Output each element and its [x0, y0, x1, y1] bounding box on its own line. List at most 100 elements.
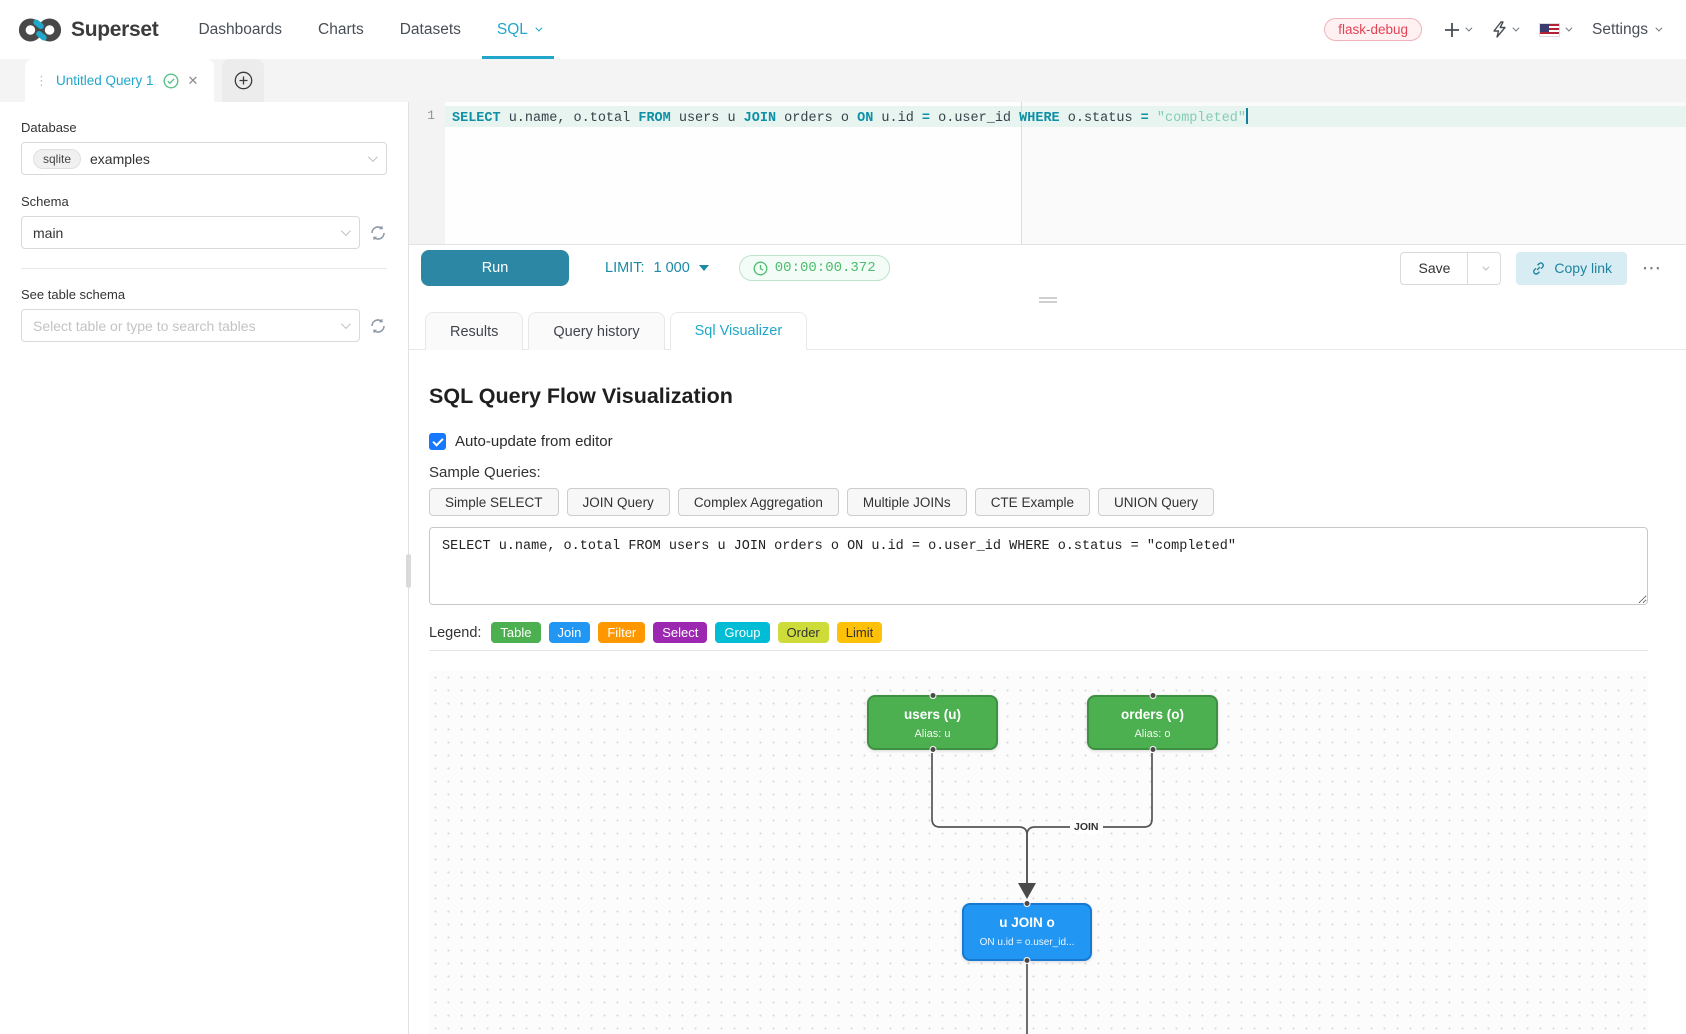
query-tab-bar: ⋮ Untitled Query 1 ✕ [0, 59, 1686, 102]
plus-icon [1444, 22, 1459, 37]
settings-menu[interactable]: Settings [1591, 20, 1663, 39]
close-icon[interactable]: ✕ [187, 72, 199, 88]
flow-node-join[interactable]: u JOIN o ON u.id = o.user_id... [962, 900, 1092, 964]
sql-editor[interactable]: 1 SELECT u.name, o.total FROM users u JO… [409, 102, 1686, 245]
copy-link-button[interactable]: Copy link [1516, 251, 1627, 285]
link-icon [1533, 261, 1545, 275]
copy-link-label: Copy link [1554, 260, 1612, 276]
settings-label: Settings [1591, 20, 1648, 38]
sql-input[interactable]: SELECT u.name, o.total FROM users u JOIN… [429, 527, 1648, 605]
caret-down-icon [698, 265, 709, 271]
node-title: orders (o) [1120, 707, 1184, 722]
table-select[interactable]: Select table or type to search tables [21, 309, 360, 342]
node-handle[interactable] [1149, 746, 1156, 753]
query-search-menu[interactable] [1492, 21, 1520, 38]
chevron-down-icon [1655, 24, 1663, 32]
line-number: 1 [427, 108, 435, 123]
node-handle[interactable] [929, 746, 936, 753]
auto-update-checkbox[interactable] [429, 433, 446, 450]
chevron-down-icon [535, 24, 543, 32]
node-handle[interactable] [1023, 900, 1031, 907]
editor-code-line: SELECT u.name, o.total FROM users u JOIN… [452, 108, 1249, 128]
refresh-tables-icon[interactable] [369, 317, 387, 335]
limit-label: LIMIT: [605, 260, 645, 276]
sample-query-button-join-query[interactable]: JOIN Query [566, 488, 670, 516]
schema-select[interactable]: main [21, 216, 360, 249]
env-badge: flask-debug [1324, 18, 1422, 41]
database-select-value: examples [90, 150, 150, 167]
editor-gutter: 1 [409, 102, 445, 244]
nav-item-datasets[interactable]: Datasets [399, 20, 461, 38]
new-query-tab-button[interactable] [222, 59, 265, 102]
sql-visualizer-panel: SQL Query Flow Visualization Auto-update… [409, 350, 1686, 1034]
chevron-down-icon [1565, 24, 1573, 32]
nav-item-charts[interactable]: Charts [318, 20, 364, 38]
top-navbar: Superset Dashboards Charts Datasets SQL fla… [0, 0, 1686, 59]
flow-canvas[interactable]: JOIN users (u) Alias: u orders (o) Alias… [429, 671, 1648, 1034]
sidebar-resize-handle[interactable] [406, 554, 411, 588]
schema-select-value: main [33, 224, 64, 241]
sample-query-button-complex-aggregation[interactable]: Complex Aggregation [677, 488, 839, 516]
result-tab-query-history[interactable]: Query history [528, 312, 665, 350]
node-handle[interactable] [1023, 957, 1031, 964]
chevron-down-icon [340, 226, 351, 237]
node-title: u JOIN o [999, 915, 1055, 930]
sample-query-button-cte-example[interactable]: CTE Example [974, 488, 1090, 516]
drag-handle-icon[interactable]: ⋮ [35, 72, 48, 88]
chevron-down-icon [1482, 263, 1490, 271]
chevron-down-icon [340, 319, 351, 330]
plus-circle-icon [234, 71, 253, 90]
limit-dropdown[interactable]: LIMIT: 1 000 [605, 260, 709, 276]
legend-badge-join: Join [548, 622, 591, 643]
superset-logo[interactable]: Superset [17, 16, 159, 44]
node-title: users (u) [903, 707, 961, 722]
more-menu-icon[interactable]: ⋯ [1642, 257, 1662, 279]
flow-node-users[interactable]: users (u) Alias: u [867, 692, 998, 753]
sqllab-sidebar: Database sqlite examples Schema main See… [0, 102, 411, 1034]
save-dropdown-button[interactable] [1468, 251, 1502, 285]
language-picker[interactable] [1538, 22, 1573, 37]
query-timer: 00:00:00.372 [738, 255, 890, 281]
sample-query-button-multiple-joins[interactable]: Multiple JOINs [846, 488, 967, 516]
node-handle[interactable] [929, 692, 936, 699]
table-select-placeholder: Select table or type to search tables [33, 317, 256, 334]
editor-toolbar: Run LIMIT: 1 000 00:00:00.372 Save [409, 245, 1686, 291]
limit-value: 1 000 [653, 260, 690, 276]
sample-query-button-union-query[interactable]: UNION Query [1097, 488, 1214, 516]
panel-resize-bar [409, 291, 1686, 309]
chevron-down-icon [1512, 24, 1520, 32]
us-flag-icon [1538, 22, 1560, 37]
node-subtitle: Alias: u [914, 728, 951, 740]
query-tab-untitled[interactable]: ⋮ Untitled Query 1 ✕ [25, 59, 215, 102]
text-cursor [1246, 108, 1249, 124]
sample-queries-label: Sample Queries: [429, 464, 541, 481]
legend-badge-filter: Filter [598, 622, 646, 643]
chevron-down-icon [1465, 24, 1473, 32]
panel-resize-handle[interactable] [1038, 297, 1057, 303]
clock-icon [753, 261, 768, 275]
run-button[interactable]: Run [421, 250, 569, 286]
node-subtitle: Alias: o [1134, 728, 1171, 740]
chevron-down-icon [367, 152, 378, 163]
legend-badge-select: Select [653, 622, 708, 643]
sample-query-button-simple-select[interactable]: Simple SELECT [429, 488, 559, 516]
new-item-menu[interactable] [1444, 22, 1473, 38]
save-button[interactable]: Save [1400, 251, 1469, 285]
result-tab-sql-visualizer[interactable]: Sql Visualizer [669, 312, 808, 350]
refresh-schemas-icon[interactable] [369, 224, 387, 242]
legend-label: Legend: [429, 624, 482, 641]
flow-node-orders[interactable]: orders (o) Alias: o [1087, 692, 1218, 753]
flow-edges [931, 753, 1153, 1034]
legend-badge-group: Group [715, 622, 770, 643]
nav-item-sql[interactable]: SQL [482, 0, 555, 59]
active-nav-underline [482, 56, 555, 59]
database-select[interactable]: sqlite examples [21, 142, 387, 175]
result-tab-results[interactable]: Results [425, 312, 524, 350]
sidebar-divider [21, 268, 387, 269]
nav-item-dashboards[interactable]: Dashboards [198, 20, 283, 38]
node-handle[interactable] [1149, 692, 1156, 699]
